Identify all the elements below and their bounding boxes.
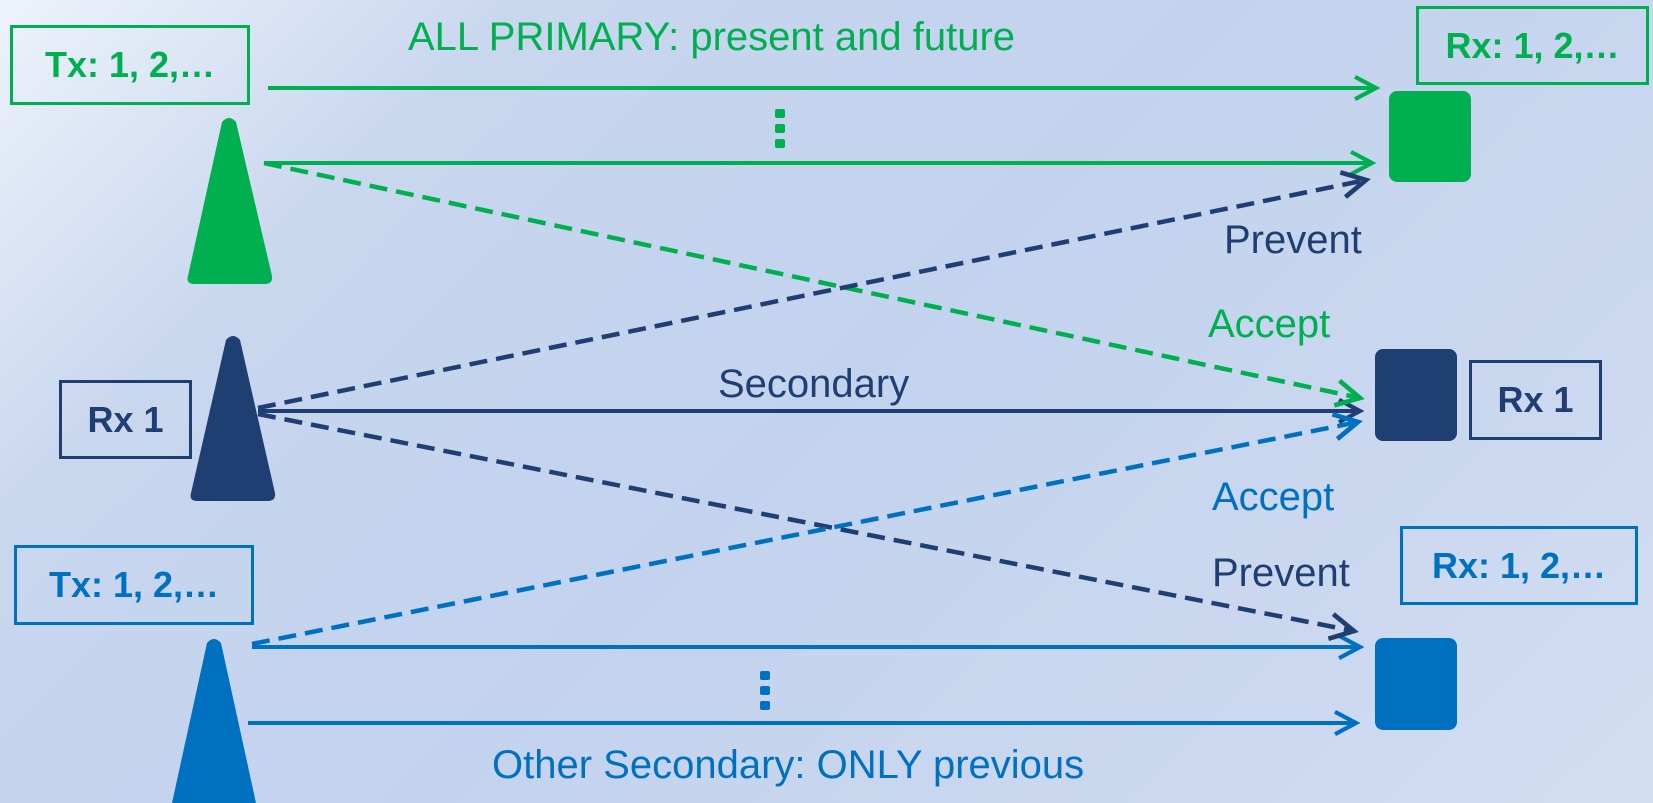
other-secondary-rx-label: Rx: 1, 2,…	[1400, 526, 1638, 605]
secondary-tower-icon	[190, 336, 276, 501]
primary-tx-label: Tx: 1, 2,…	[10, 25, 250, 105]
other-secondary-title: Other Secondary: ONLY previous	[492, 743, 1085, 787]
prevent-label-other-rx: Prevent	[1212, 551, 1350, 595]
primary-title: ALL PRIMARY: present and future	[408, 15, 1016, 59]
other-secondary-ellipsis-dots	[760, 671, 770, 710]
primary-tower-icon	[187, 118, 273, 284]
primary-ellipsis-dots	[775, 109, 785, 148]
other-secondary-tx-label: Tx: 1, 2,…	[14, 545, 254, 625]
primary-receiver-block-icon	[1389, 91, 1471, 182]
secondary-rx-label: Rx 1	[1469, 360, 1602, 440]
accept-label-from-other: Accept	[1212, 475, 1335, 519]
interference-primary-to-secondary-rx	[263, 160, 1360, 398]
secondary-tx-label: Rx 1	[59, 380, 192, 459]
primary-rx-label: Rx: 1, 2,…	[1416, 6, 1649, 85]
interference-secondary-to-other-rx	[257, 411, 1354, 631]
other-secondary-receiver-block-icon	[1375, 638, 1457, 730]
other-secondary-tower-icon	[172, 639, 256, 803]
accept-label-from-primary: Accept	[1208, 302, 1331, 346]
secondary-link-label: Secondary	[718, 362, 910, 406]
secondary-receiver-block-icon	[1375, 349, 1457, 441]
prevent-label-primary-rx: Prevent	[1224, 218, 1362, 262]
interference-other-to-secondary-rx	[251, 422, 1358, 647]
